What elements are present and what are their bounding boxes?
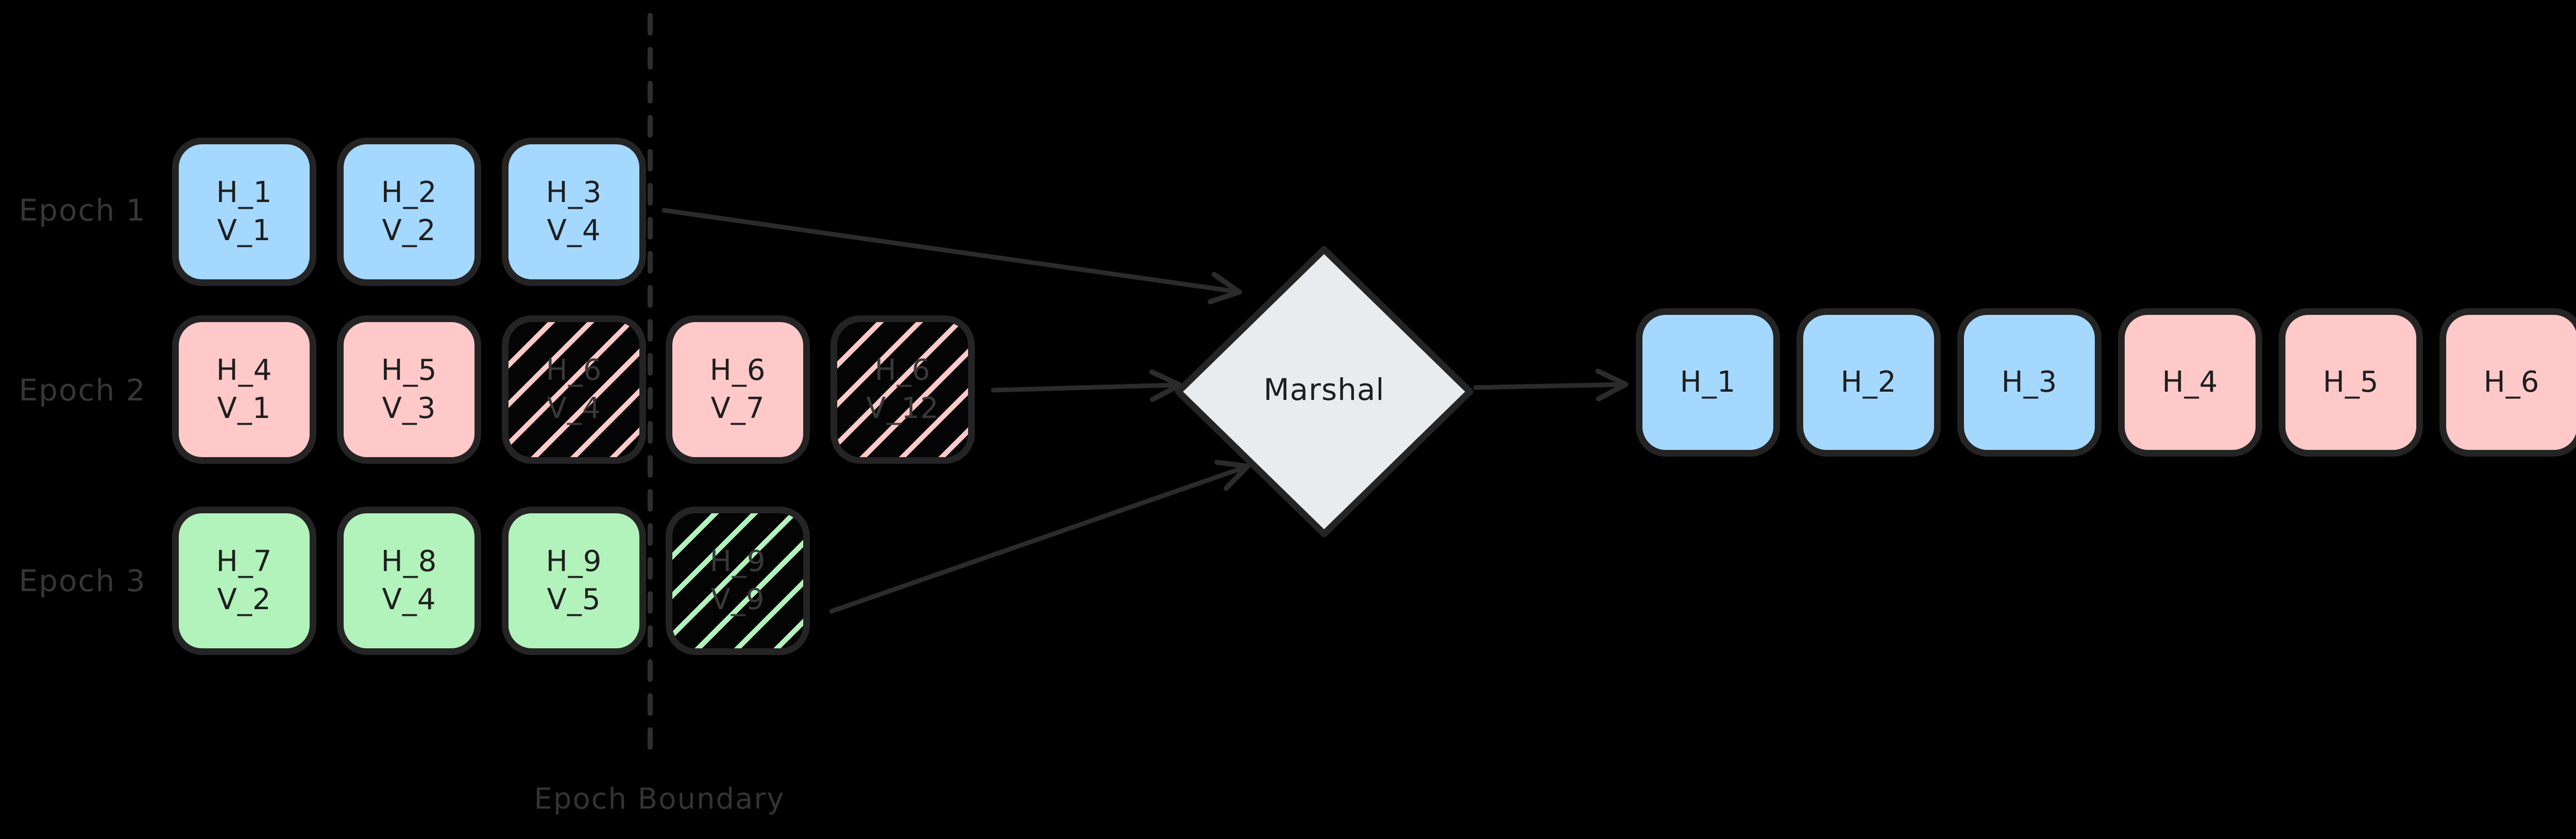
epoch-1-label[interactable]: Epoch 1	[19, 193, 146, 228]
box-label: H_8	[381, 545, 437, 579]
box-label: V_2	[217, 583, 272, 616]
arrow-epoch3-to-marshal[interactable]	[829, 460, 1250, 614]
epoch1-box-h2[interactable]: H_2 V_2	[337, 138, 481, 286]
box-label: H_6	[709, 354, 766, 388]
box-label: H_2	[381, 176, 437, 210]
output-box-h6[interactable]: H_6	[2439, 308, 2576, 457]
output-box-h5[interactable]: H_5	[2279, 308, 2423, 457]
epoch2-box-h6-v4-failed[interactable]: H_6 V_4	[502, 315, 646, 464]
epoch3-box-h9-v9-failed[interactable]: H_9 V_9	[666, 507, 810, 655]
box-label: H_6	[874, 354, 931, 388]
box-label: H_4	[2162, 365, 2218, 399]
box-label: H_5	[381, 354, 437, 388]
arrow-epoch2-to-marshal[interactable]	[991, 369, 1182, 402]
box-label: V_4	[547, 392, 601, 425]
epoch3-box-h9-v5[interactable]: H_9 V_5	[502, 507, 646, 655]
epoch-2-label[interactable]: Epoch 2	[19, 373, 146, 408]
output-box-h2[interactable]: H_2	[1797, 308, 1941, 457]
box-label: H_9	[709, 545, 766, 579]
epoch1-box-h3[interactable]: H_3 V_4	[502, 138, 646, 286]
epoch2-box-h6-v12-failed[interactable]: H_6 V_12	[831, 315, 975, 464]
marshal-diamond[interactable]	[1175, 246, 1473, 538]
box-label: V_12	[866, 392, 939, 425]
epoch2-box-h4[interactable]: H_4 V_1	[172, 315, 316, 464]
box-label: H_2	[1840, 365, 1897, 399]
epoch1-box-h1[interactable]: H_1 V_1	[172, 138, 316, 286]
box-label: V_1	[217, 214, 272, 247]
epoch-boundary-label[interactable]: Epoch Boundary	[534, 782, 785, 816]
epoch3-box-h8[interactable]: H_8 V_4	[337, 507, 481, 655]
epoch-3-label[interactable]: Epoch 3	[19, 563, 146, 598]
epoch3-box-h7[interactable]: H_7 V_2	[172, 507, 316, 655]
epoch2-box-h5[interactable]: H_5 V_3	[337, 315, 481, 464]
box-label: H_4	[216, 354, 273, 388]
box-label: H_7	[216, 545, 273, 579]
arrow-epoch1-to-marshal[interactable]	[662, 208, 1242, 305]
box-label: H_1	[216, 176, 273, 210]
box-label: V_3	[382, 392, 436, 425]
box-label: H_5	[2323, 365, 2379, 399]
box-label: H_1	[1680, 365, 1736, 399]
box-label: V_7	[710, 392, 765, 425]
box-label: V_9	[710, 583, 765, 616]
box-label: H_6	[2483, 365, 2540, 399]
box-label: V_5	[547, 583, 601, 616]
box-label: V_4	[382, 583, 436, 616]
box-label: V_2	[382, 214, 436, 247]
box-label: H_3	[2001, 365, 2058, 399]
output-box-h1[interactable]: H_1	[1636, 308, 1780, 457]
box-label: V_1	[217, 392, 272, 425]
box-label: H_9	[546, 545, 602, 579]
epoch2-box-h6-v7[interactable]: H_6 V_7	[666, 315, 810, 464]
output-box-h3[interactable]: H_3	[1957, 308, 2102, 457]
box-label: V_4	[547, 214, 601, 247]
marshal-label: Marshal	[1263, 372, 1385, 407]
output-box-h4[interactable]: H_4	[2118, 308, 2262, 457]
box-label: H_6	[546, 354, 602, 388]
box-label: H_3	[546, 176, 602, 210]
arrow-marshal-to-output[interactable]	[1473, 368, 1629, 401]
